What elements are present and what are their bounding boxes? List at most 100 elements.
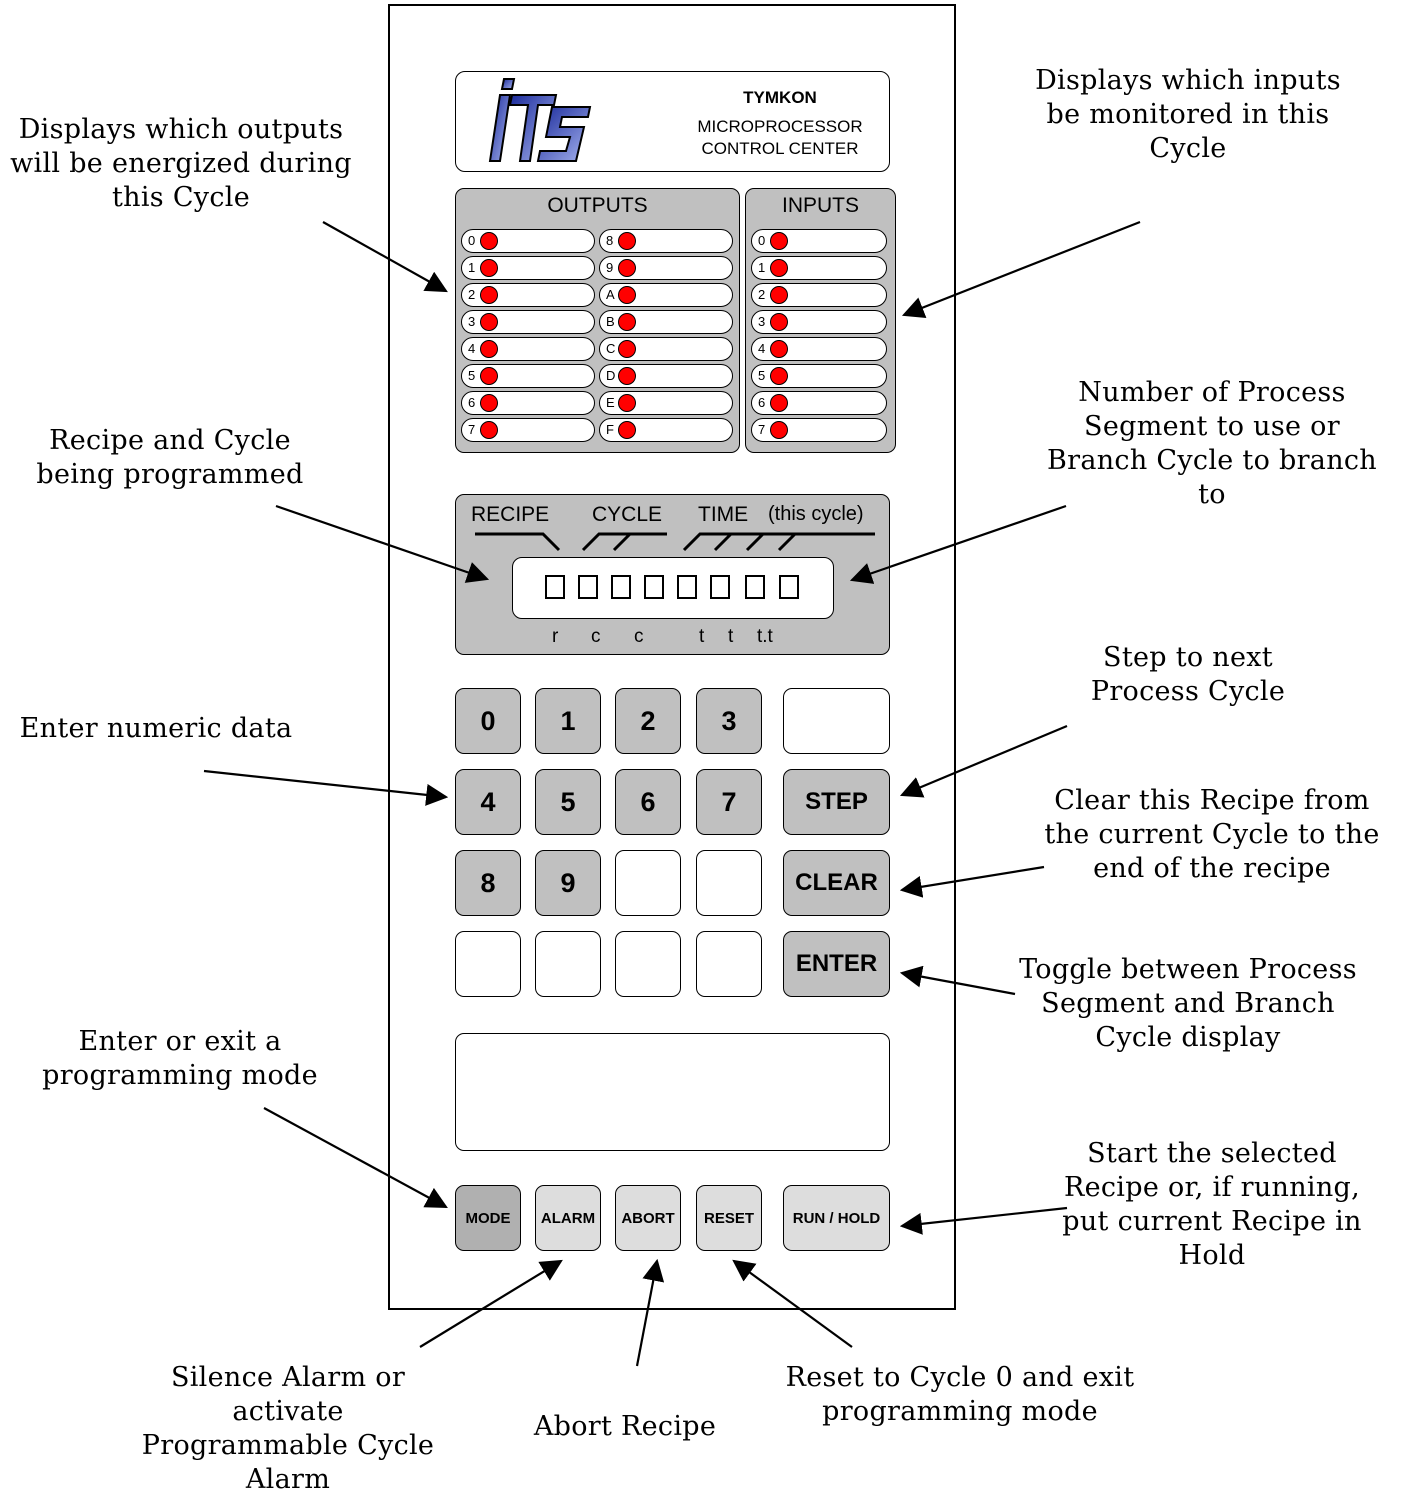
indicator-label: 9 <box>606 260 614 275</box>
led-indicator-icon <box>770 394 788 412</box>
arrow-numeric <box>203 769 449 806</box>
annotation-line: Cycle display <box>1095 1022 1281 1053</box>
digit-cell <box>779 575 799 599</box>
key-8[interactable]: 8 <box>455 850 521 916</box>
digit-cell <box>745 575 765 599</box>
blank-key[interactable] <box>615 931 681 997</box>
time-note: (this cycle) <box>768 503 864 525</box>
indicator-label: 2 <box>758 287 766 302</box>
key-4[interactable]: 4 <box>455 769 521 835</box>
key-1[interactable]: 1 <box>535 688 601 754</box>
blank-key[interactable] <box>615 850 681 916</box>
inputs-title: INPUTS <box>781 194 859 217</box>
digit-legend-c2: c <box>634 626 644 647</box>
indicator-label: 6 <box>468 395 476 410</box>
enter-button[interactable]: ENTER <box>783 931 890 997</box>
annotation-abort: Abort Recipe <box>520 1410 730 1444</box>
blank-key[interactable] <box>696 850 762 916</box>
reset-button[interactable]: RESET <box>696 1185 762 1251</box>
indicator-pill: E <box>599 391 733 415</box>
indicator-label: D <box>606 368 616 383</box>
led-indicator-icon <box>480 259 498 277</box>
annotation-line: Number of Process <box>1078 377 1346 408</box>
annotation-line: Enter numeric data <box>19 713 293 744</box>
indicator-pill: 5 <box>461 364 595 388</box>
led-indicator-icon <box>618 259 636 277</box>
annotation-line: Clear this Recipe from <box>1054 785 1370 816</box>
recipe-label: RECIPE <box>471 503 550 526</box>
clear-button[interactable]: CLEAR <box>783 850 890 916</box>
led-indicator-icon <box>618 367 636 385</box>
annotation-line: Displays which inputs <box>1035 65 1341 96</box>
indicator-pill: 4 <box>461 337 595 361</box>
indicator-label: 1 <box>468 260 476 275</box>
indicator-pill: 9 <box>599 256 733 280</box>
indicator-pill: 7 <box>461 418 595 442</box>
annotation-line: Displays which outputs <box>18 114 344 145</box>
alarm-button[interactable]: ALARM <box>535 1185 601 1251</box>
annotation-line: be monitored in this <box>1046 99 1330 130</box>
arrow-mode <box>263 1107 448 1209</box>
indicator-label: 5 <box>468 368 476 383</box>
indicator-label: B <box>606 314 615 329</box>
annotation-line: Hold <box>1178 1240 1246 1271</box>
digit-cell <box>677 575 697 599</box>
indicator-pill: 0 <box>751 229 887 253</box>
key-5[interactable]: 5 <box>535 769 601 835</box>
indicator-label: 0 <box>758 233 766 248</box>
led-indicator-icon <box>770 259 788 277</box>
key-0[interactable]: 0 <box>455 688 521 754</box>
arrow-recipe-cycle <box>275 504 490 583</box>
annotation-line: Process Cycle <box>1090 676 1286 707</box>
led-indicator-icon <box>770 367 788 385</box>
led-indicator-icon <box>618 421 636 439</box>
indicator-pill: 1 <box>751 256 887 280</box>
annotation-mode: Enter or exit a programming mode <box>20 1025 340 1093</box>
run-hold-button[interactable]: RUN / HOLD <box>783 1185 890 1251</box>
blank-key[interactable] <box>535 931 601 997</box>
led-indicator-icon <box>770 232 788 250</box>
blank-key[interactable] <box>696 931 762 997</box>
annotation-line: Start the selected <box>1087 1138 1337 1169</box>
abort-button[interactable]: ABORT <box>615 1185 681 1251</box>
annotation-line: Recipe or, if running, <box>1063 1172 1361 1203</box>
indicator-label: 3 <box>468 314 476 329</box>
annotation-line: Cycle <box>1149 133 1227 164</box>
annotation-recipe-cycle: Recipe and Cycle being programmed <box>20 424 320 492</box>
annotation-line: this Cycle <box>112 182 250 213</box>
mode-button[interactable]: MODE <box>455 1185 521 1251</box>
digit-cell <box>710 575 730 599</box>
led-indicator-icon <box>618 340 636 358</box>
key-7[interactable]: 7 <box>696 769 762 835</box>
annotation-line: Enter or exit a <box>78 1026 282 1057</box>
blank-key[interactable] <box>455 931 521 997</box>
key-6[interactable]: 6 <box>615 769 681 835</box>
key-3[interactable]: 3 <box>696 688 762 754</box>
indicator-pill: F <box>599 418 733 442</box>
digit-legend-t2: t <box>728 626 734 647</box>
message-display <box>455 1033 890 1151</box>
indicator-pill: B <box>599 310 733 334</box>
digit-legend-c1: c <box>591 626 601 647</box>
indicator-pill: 5 <box>751 364 887 388</box>
cycle-label: CYCLE <box>592 503 663 526</box>
arrow-outputs <box>322 221 448 293</box>
digit-cell <box>611 575 631 599</box>
indicator-pill: 3 <box>461 310 595 334</box>
indicator-label: 7 <box>758 422 766 437</box>
logo-subtitle-line2: CONTROL CENTER <box>701 139 859 158</box>
key-2[interactable]: 2 <box>615 688 681 754</box>
blank-function-key[interactable] <box>783 688 890 754</box>
arrow-enter <box>899 965 1016 996</box>
led-indicator-icon <box>480 313 498 331</box>
led-indicator-icon <box>770 313 788 331</box>
key-9[interactable]: 9 <box>535 850 601 916</box>
led-indicator-icon <box>480 340 498 358</box>
led-indicator-icon <box>480 421 498 439</box>
step-button[interactable]: STEP <box>783 769 890 835</box>
digit-legend-r: r <box>552 626 559 647</box>
annotation-alarm: Silence Alarm or activate Programmable C… <box>128 1361 448 1497</box>
annotation-line: Toggle between Process <box>1019 954 1357 985</box>
indicator-pill: 6 <box>461 391 595 415</box>
